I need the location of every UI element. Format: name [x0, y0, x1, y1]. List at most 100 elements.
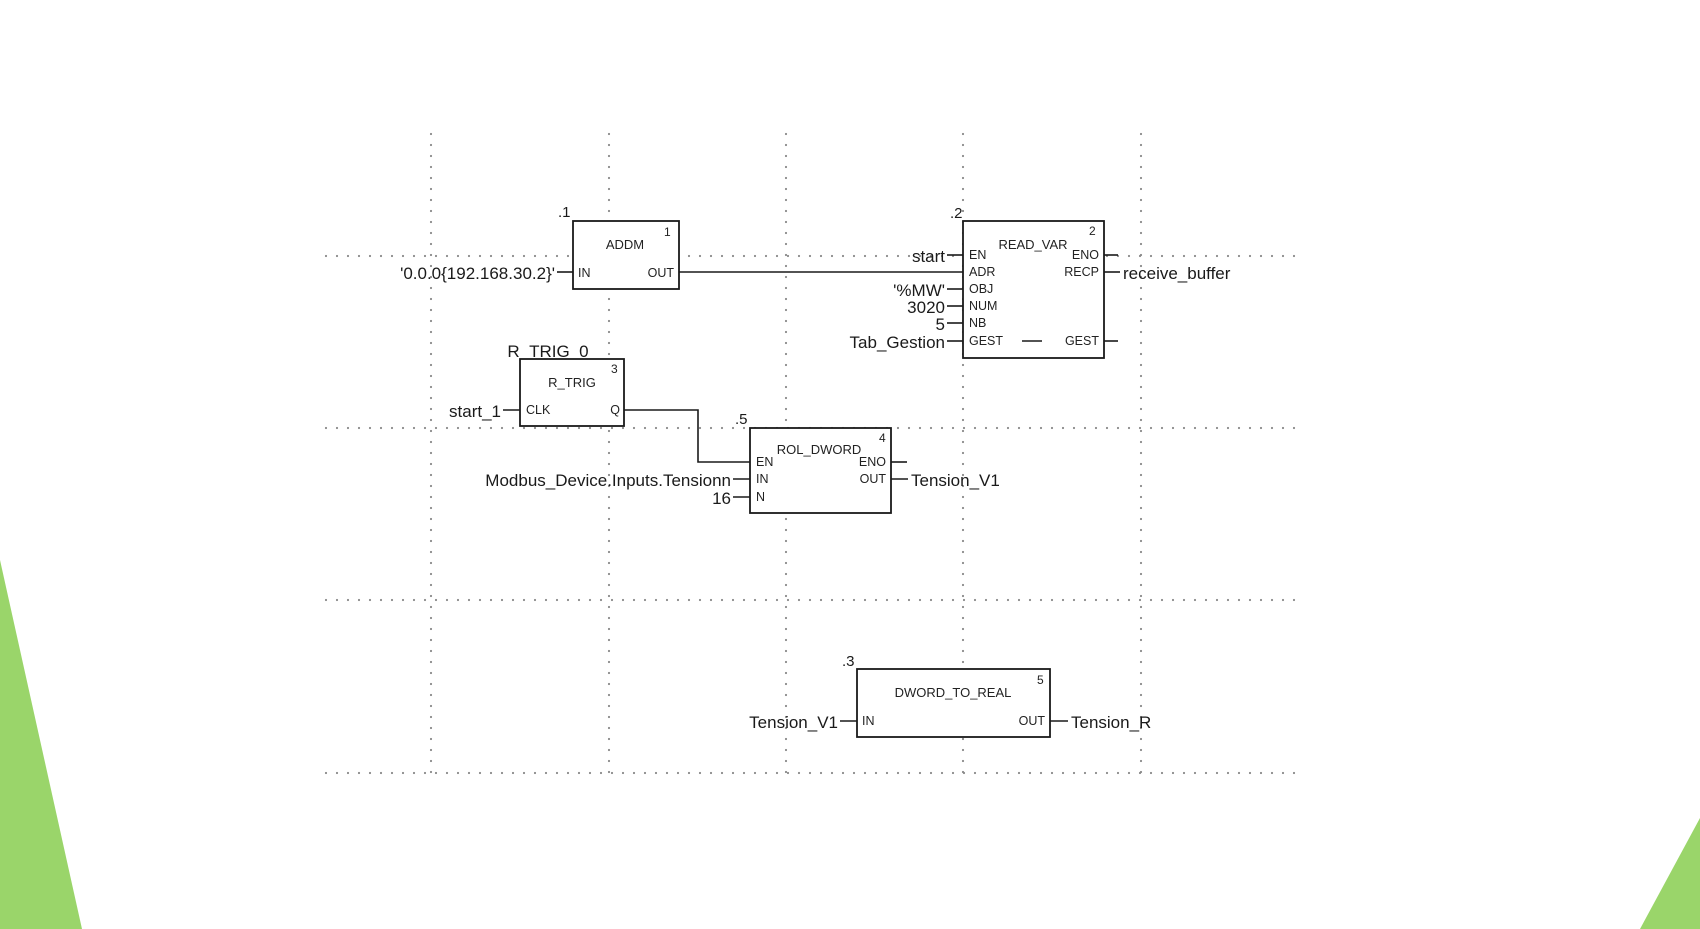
readvar-input-gest[interactable]: Tab_Gestion — [850, 333, 945, 352]
grid-row-dot — [544, 771, 548, 775]
grid-row-dot — [665, 426, 669, 430]
grid-col-dot — [429, 154, 433, 158]
grid-row-dot — [1270, 598, 1274, 602]
grid-row-dot — [830, 254, 834, 258]
grid-col-dot — [784, 187, 788, 191]
read-var-block[interactable]: .2 2 READ_VAR EN ADR OBJ NUM NB GEST ENO… — [850, 205, 1231, 359]
grid-col-dot — [607, 726, 611, 730]
grid-col-dot — [784, 297, 788, 301]
dword-to-real-block[interactable]: .3 5 DWORD_TO_REAL IN OUT Tension_V1 Ten… — [749, 653, 1151, 738]
roldword-box[interactable] — [749, 427, 892, 514]
grid-col-dot — [429, 165, 433, 169]
r-trig-block[interactable]: R_TRIG_0 3 R_TRIG CLK Q start_1 — [449, 342, 625, 427]
addm-input-value[interactable]: '0.0.0{192.168.30.2}' — [400, 264, 555, 283]
grid-row-dot — [1248, 771, 1252, 775]
grid-col-dot — [784, 209, 788, 213]
grid-row-dot — [929, 426, 933, 430]
grid-col-dot — [1139, 440, 1143, 444]
grid-row-dot — [1215, 254, 1219, 258]
addm-block[interactable]: .1 1 ADDM IN OUT '0.0.0{192.168.30.2}' — [400, 204, 680, 290]
grid-row-dot — [324, 598, 328, 602]
grid-col-dot — [607, 495, 611, 499]
roldword-input-n[interactable]: 16 — [712, 489, 731, 508]
grid-col-dot — [1139, 473, 1143, 477]
grid-row-dot — [533, 426, 537, 430]
roldword-output[interactable]: Tension_V1 — [911, 471, 1000, 490]
grid-col-dot — [607, 517, 611, 521]
grid-row-dot — [1259, 771, 1263, 775]
grid-col-dot — [429, 517, 433, 521]
grid-row-dot — [918, 426, 922, 430]
grid-col-dot — [1139, 407, 1143, 411]
grid-row-dot — [1028, 771, 1032, 775]
grid-col-dot — [1139, 253, 1143, 257]
grid-col-dot — [607, 539, 611, 543]
dwordtoreal-output[interactable]: Tension_R — [1071, 713, 1151, 732]
dwordtoreal-box[interactable] — [856, 668, 1051, 738]
grid-row-dot — [1149, 426, 1153, 430]
grid-row-dot — [841, 598, 845, 602]
grid-row-dot — [1039, 598, 1043, 602]
rtrig-input-clk[interactable]: start_1 — [449, 402, 501, 421]
grid-col-dot — [1139, 341, 1143, 345]
grid-col-dot — [607, 341, 611, 345]
grid-col-dot — [1139, 638, 1143, 642]
grid-row-dot — [720, 598, 724, 602]
dwordtoreal-input[interactable]: Tension_V1 — [749, 713, 838, 732]
grid-row-dot — [533, 254, 537, 258]
grid-row-dot — [687, 254, 691, 258]
readvar-output-recp[interactable]: receive_buffer — [1123, 264, 1231, 283]
grid-col-dot — [961, 660, 965, 664]
grid-row-dot — [907, 771, 911, 775]
grid-col-dot — [607, 330, 611, 334]
grid-row-dot — [335, 426, 339, 430]
grid-row-dot — [445, 598, 449, 602]
grid-col-dot — [784, 770, 788, 774]
grid-col-dot — [607, 297, 611, 301]
readvar-input-en[interactable]: start — [912, 247, 945, 266]
grid-row-dot — [489, 771, 493, 775]
rtrig-instance-name[interactable]: R_TRIG_0 — [507, 342, 588, 361]
grid-row-dot — [357, 426, 361, 430]
wire-rtrig-q-to-roldword-en[interactable] — [624, 409, 750, 463]
grid-col-dot — [429, 462, 433, 466]
grid-row-dot — [1281, 598, 1285, 602]
readvar-pin-nb: NB — [969, 316, 986, 330]
addm-box[interactable] — [572, 220, 680, 290]
grid-row-dot — [588, 426, 592, 430]
grid-col-dot — [1139, 132, 1143, 136]
roldword-pin-en: EN — [756, 455, 773, 469]
grid-col-dot — [429, 253, 433, 257]
grid-row-dot — [973, 771, 977, 775]
readvar-input-num[interactable]: 3020 — [907, 298, 945, 317]
roldword-input-in[interactable]: Modbus_Device.Inputs.Tensionn — [485, 471, 731, 490]
grid-col-dot — [429, 693, 433, 697]
grid-row-dot — [1039, 771, 1043, 775]
grid-row-dot — [1281, 254, 1285, 258]
readvar-input-obj[interactable]: '%MW' — [893, 281, 945, 300]
readvar-input-nb[interactable]: 5 — [936, 315, 945, 334]
grid-row-dot — [390, 426, 394, 430]
grid-col-dot — [429, 528, 433, 532]
grid-col-dot — [1139, 319, 1143, 323]
grid-col-dot — [1139, 539, 1143, 543]
grid-row-dot — [423, 254, 427, 258]
rol-dword-block[interactable]: .5 4 ROL_DWORD EN IN N ENO OUT Modbus_De… — [485, 411, 1000, 514]
grid-row-dot — [412, 771, 416, 775]
grid-row-dot — [1193, 254, 1197, 258]
grid-col-dot — [1139, 297, 1143, 301]
grid-col-dot — [429, 627, 433, 631]
dwordtoreal-pin-in: IN — [862, 714, 875, 728]
grid-row-dot — [775, 771, 779, 775]
grid-col-dot — [784, 385, 788, 389]
grid-row-dot — [1193, 426, 1197, 430]
rtrig-box[interactable] — [519, 358, 625, 427]
grid-col-dot — [784, 275, 788, 279]
grid-row-dot — [1061, 771, 1065, 775]
grid-row-dot — [412, 598, 416, 602]
grid-row-dot — [918, 771, 922, 775]
grid-col-dot — [961, 649, 965, 653]
grid-col-dot — [607, 748, 611, 752]
grid-row-dot — [1281, 426, 1285, 430]
grid-row-dot — [533, 771, 537, 775]
